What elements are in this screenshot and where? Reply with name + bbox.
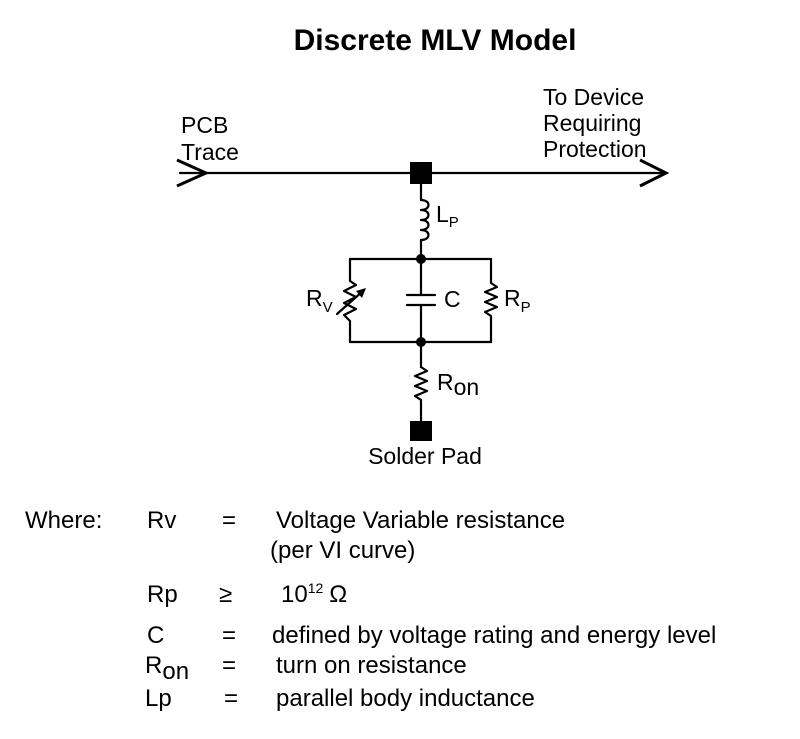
capacitor-label: C bbox=[444, 286, 461, 312]
legend: Where: Rv = Voltage Variable resistance … bbox=[25, 507, 716, 712]
legend-row-rv: Rv = Voltage Variable resistance (per VI… bbox=[147, 507, 565, 564]
legend-row-c: C = defined by voltage rating and energy… bbox=[147, 622, 716, 649]
junction-pad bbox=[410, 162, 432, 184]
legend-symbol: Rv bbox=[147, 507, 176, 534]
legend-symbol: C bbox=[147, 622, 164, 649]
legend-symbol: Ron bbox=[145, 652, 189, 685]
legend-row-ron: Ron = turn on resistance bbox=[145, 652, 467, 685]
solder-pad-label: Solder Pad bbox=[368, 443, 482, 469]
varistor-arrowhead bbox=[356, 288, 366, 298]
output-label-line2: Requiring bbox=[543, 110, 641, 136]
diagram-title: Discrete MLV Model bbox=[294, 24, 577, 57]
output-label-line3: Protection bbox=[543, 136, 647, 162]
legend-symbol: Rp bbox=[147, 581, 178, 608]
on-resistor-label: Ron bbox=[437, 369, 479, 400]
varistor-zigzag bbox=[342, 279, 358, 323]
inductor-coil bbox=[419, 198, 430, 242]
input-label-line1: PCB bbox=[181, 112, 228, 138]
legend-relation: = bbox=[222, 507, 236, 534]
legend-row-lp: Lp = parallel body inductance bbox=[145, 685, 535, 712]
legend-description: defined by voltage rating and energy lev… bbox=[272, 622, 716, 649]
legend-relation: = bbox=[222, 622, 236, 649]
output-arrowhead bbox=[639, 158, 670, 188]
output-label-line1: To Device bbox=[543, 84, 644, 110]
legend-relation: = bbox=[222, 652, 236, 679]
parallel-resistor-label: RP bbox=[504, 285, 531, 316]
legend-relation: = bbox=[224, 685, 238, 712]
legend-description: Voltage Variable resistance bbox=[276, 507, 565, 534]
varistor-label: RV bbox=[306, 285, 333, 316]
input-arrowhead bbox=[176, 158, 210, 188]
on-resistor-zigzag bbox=[413, 365, 429, 402]
legend-relation: ≥ bbox=[219, 581, 232, 608]
inductor-label: LP bbox=[436, 201, 459, 231]
legend-symbol: Lp bbox=[145, 685, 172, 712]
input-label-line2: Trace bbox=[181, 139, 239, 165]
parallel-resistor-zigzag bbox=[483, 281, 499, 318]
legend-description: turn on resistance bbox=[276, 652, 467, 679]
legend-description: parallel body inductance bbox=[276, 685, 535, 712]
legend-description-line2: (per VI curve) bbox=[270, 537, 415, 564]
legend-intro: Where: bbox=[25, 507, 102, 534]
solder-pad bbox=[410, 421, 432, 441]
